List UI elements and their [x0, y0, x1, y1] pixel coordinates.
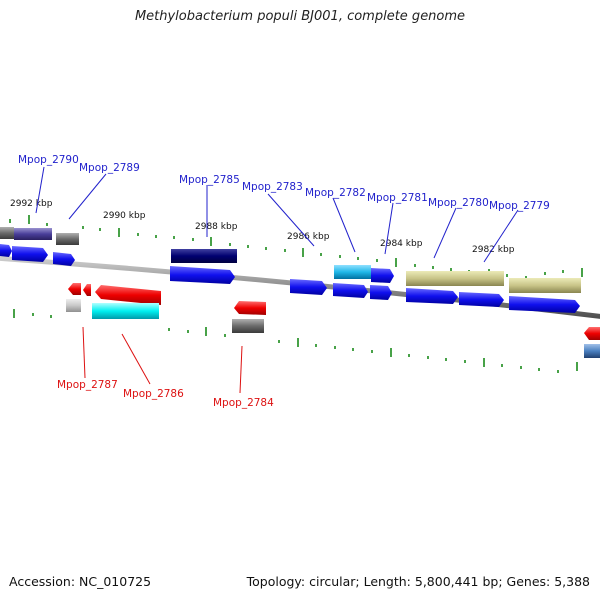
- topology-text: Topology: circular; Length: 5,800,441 bp…: [246, 574, 590, 589]
- gene-arrow-minus[interactable]: [68, 283, 81, 295]
- feature-bar-mpop-2779[interactable]: [509, 278, 581, 293]
- feature-bar-mpop-2785[interactable]: [171, 249, 237, 263]
- gene-arrow-plus[interactable]: [370, 285, 392, 300]
- gene-arrow-minus[interactable]: [95, 285, 161, 305]
- gene-arrow-plus[interactable]: [12, 246, 48, 262]
- leader-line: [384, 202, 394, 255]
- feature-bar-mpop-2780[interactable]: [406, 271, 504, 286]
- leader-line: [483, 209, 519, 263]
- leader-line: [433, 207, 457, 259]
- gene-label-top[interactable]: Mpop_2782: [305, 187, 366, 199]
- outer-tick-row: [9, 215, 583, 279]
- feature-bar-mpop-2790[interactable]: [14, 228, 52, 240]
- kbp-label: 2988 kbp: [195, 222, 238, 232]
- page-title: Methylobacterium populi BJ001, complete …: [134, 9, 466, 24]
- feature-bar-mpop-2782[interactable]: [334, 265, 371, 279]
- kbp-label: 2990 kbp: [103, 211, 146, 221]
- feature-bar-gray[interactable]: [56, 233, 79, 245]
- gene-arrow-plus[interactable]: [0, 244, 12, 257]
- gene-label-bottom[interactable]: Mpop_2784: [213, 397, 274, 409]
- gene-label-top[interactable]: Mpop_2783: [242, 181, 303, 193]
- kbp-label: 2986 kbp: [287, 232, 330, 242]
- inner-tick-row: [13, 309, 578, 373]
- gene-label-top[interactable]: Mpop_2779: [489, 200, 550, 212]
- kbp-label: 2982 kbp: [472, 245, 515, 255]
- gene-arrow-plus[interactable]: [371, 268, 394, 283]
- gene-arrow-plus[interactable]: [290, 279, 327, 295]
- gene-label-top[interactable]: Mpop_2781: [367, 192, 428, 204]
- gene-arrow-minus[interactable]: [584, 327, 600, 340]
- feature-bar-gray[interactable]: [232, 319, 264, 333]
- gene-arrow-plus[interactable]: [333, 283, 368, 298]
- top-leader-lines: [35, 166, 519, 263]
- leader-line: [121, 333, 151, 385]
- feature-bar-gray[interactable]: [0, 227, 14, 239]
- feature-bar-steel[interactable]: [584, 344, 600, 358]
- gene-arrow-plus[interactable]: [53, 252, 75, 266]
- gene-arrow-minus[interactable]: [83, 284, 91, 296]
- leader-line: [267, 193, 315, 247]
- gene-label-bottom[interactable]: Mpop_2786: [123, 388, 184, 400]
- gene-arrow-plus[interactable]: [459, 292, 504, 307]
- leader-line: [239, 345, 243, 394]
- gene-arrow-plus[interactable]: [170, 266, 235, 284]
- gene-arrow-plus[interactable]: [509, 296, 580, 313]
- gene-label-top[interactable]: Mpop_2789: [79, 162, 140, 174]
- gene-label-bottom[interactable]: Mpop_2787: [57, 379, 118, 391]
- accession-text: Accession: NC_010725: [9, 574, 152, 589]
- gene-label-top[interactable]: Mpop_2790: [18, 154, 79, 166]
- leader-line: [82, 326, 86, 379]
- feature-bar-mpop-2786[interactable]: [92, 303, 159, 319]
- leader-line: [35, 166, 45, 214]
- leader-line: [332, 197, 356, 253]
- leader-line: [68, 173, 107, 220]
- bottom-leader-lines: [82, 326, 243, 394]
- kbp-label: 2984 kbp: [380, 239, 423, 249]
- feature-bar-light[interactable]: [66, 299, 81, 312]
- kbp-label: 2992 kbp: [10, 199, 53, 209]
- gene-arrow-plus[interactable]: [406, 288, 458, 304]
- gene-label-top[interactable]: Mpop_2785: [179, 174, 240, 186]
- gene-label-top[interactable]: Mpop_2780: [428, 197, 489, 209]
- gene-arrow-minus[interactable]: [234, 301, 266, 315]
